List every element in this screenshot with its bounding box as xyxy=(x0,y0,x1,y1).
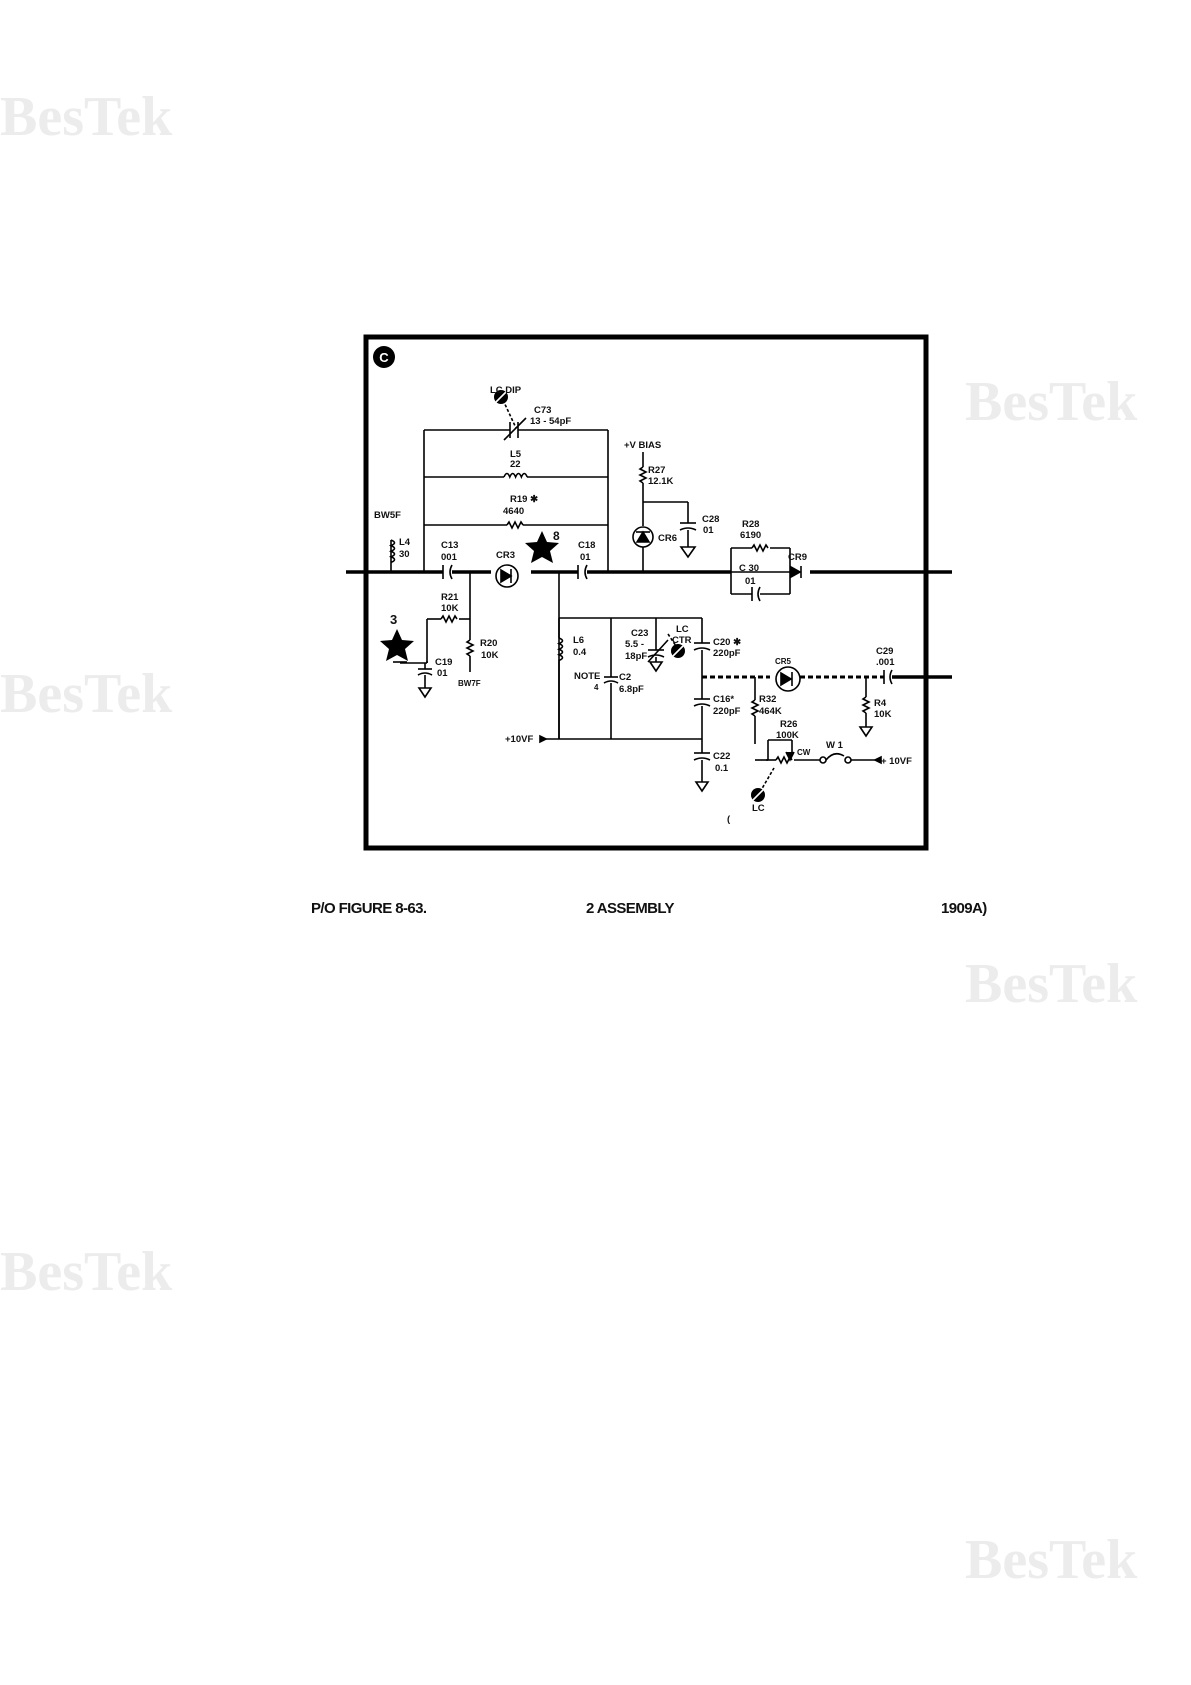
label-w1: W 1 xyxy=(826,740,844,751)
label-cr6: CR6 xyxy=(658,533,677,544)
label-r26: R26 xyxy=(780,719,797,730)
label-c73: C73 xyxy=(534,405,551,416)
label-r28: R28 xyxy=(742,519,759,530)
watermark-top-left: BesTek xyxy=(0,86,173,148)
label-c20-value: 220pF xyxy=(713,648,741,659)
label-c18-value: 01 xyxy=(580,552,591,563)
label-c22: C22 xyxy=(713,751,730,762)
label-c29: C29 xyxy=(876,646,893,657)
label-l5: L5 xyxy=(510,449,522,460)
label-note-number: 4 xyxy=(594,683,599,692)
label-l5-value: 22 xyxy=(510,459,521,470)
test-point-8-star xyxy=(525,531,559,563)
label-r32-value: 464K xyxy=(759,706,782,717)
label-lc-ctr: LC xyxy=(676,624,689,635)
label-10vf-left: +10VF xyxy=(505,734,533,745)
label-r19: R19 ✱ xyxy=(510,494,539,505)
label-bw7f: BW7F xyxy=(458,679,481,688)
label-c20: C20 ✱ xyxy=(713,637,742,648)
label-lc-ctr-2: CTR xyxy=(672,635,692,646)
l4-coil xyxy=(388,539,396,564)
label-test-point-3: 3 xyxy=(390,612,397,627)
corner-marker-letter: C xyxy=(379,350,389,365)
label-r27: R27 xyxy=(648,465,665,476)
label-cw: CW xyxy=(797,748,811,757)
label-c30: C 30 xyxy=(739,563,759,574)
label-c29-value: .001 xyxy=(876,657,895,668)
watermark-right-2: BesTek xyxy=(965,953,1138,1015)
caption-part-number: 1909A) xyxy=(941,900,987,917)
corner-marker xyxy=(373,346,395,368)
label-c16: C16* xyxy=(713,694,734,705)
label-r20-value: 10K xyxy=(481,650,499,661)
schematic-frame xyxy=(363,334,929,851)
label-c23-value: 5.5 - xyxy=(625,639,644,650)
label-cr9: CR9 xyxy=(788,552,807,563)
label-c28-value: 01 xyxy=(703,525,714,536)
label-l6: L6 xyxy=(573,635,584,646)
stray-mark: ( xyxy=(727,814,731,825)
label-c22-value: 0.1 xyxy=(715,763,729,774)
label-l6-value: 0.4 xyxy=(573,647,587,658)
label-v-bias: +V BIAS xyxy=(624,440,661,451)
label-c73-value: 13 - 54pF xyxy=(530,416,571,427)
label-c28: C28 xyxy=(702,514,719,525)
label-cr5: CR5 xyxy=(775,657,792,666)
watermark-right-3: BesTek xyxy=(965,1529,1138,1591)
label-10vf-right: + 10VF xyxy=(881,756,912,767)
caption-assembly: 2 ASSEMBLY xyxy=(586,900,675,917)
label-c23: C23 xyxy=(631,628,648,639)
label-c13-value: 001 xyxy=(441,552,458,563)
label-l4-value: 30 xyxy=(399,549,410,560)
label-c30-value: 01 xyxy=(745,576,756,587)
label-r21-value: 10K xyxy=(441,603,459,614)
label-c23-value-2: 18pF xyxy=(625,651,647,662)
watermark-right-1: BesTek xyxy=(965,371,1138,433)
caption-figure: P/O FIGURE 8-63. xyxy=(311,900,427,917)
adjust-markers xyxy=(494,390,765,802)
label-lc-dip: LC DIP xyxy=(490,385,522,396)
label-r19-value: 4640 xyxy=(503,506,524,517)
label-c19-value: 01 xyxy=(437,668,448,679)
label-c13: C13 xyxy=(441,540,458,551)
label-lc-bottom: LC xyxy=(752,803,765,814)
label-cr3: CR3 xyxy=(496,550,515,561)
label-test-point-8: 8 xyxy=(553,529,560,543)
label-note: NOTE xyxy=(574,671,600,682)
test-point-3-star xyxy=(380,629,414,661)
component-labels: LC DIP C73 13 - 54pF +V BIAS L5 22 R27 1… xyxy=(374,385,912,825)
watermark-left-2: BesTek xyxy=(0,663,173,725)
label-r28-value: 6190 xyxy=(740,530,761,541)
label-c2: C2 xyxy=(619,672,631,683)
label-c19: C19 xyxy=(435,657,452,668)
label-r4: R4 xyxy=(874,698,887,709)
label-r4-value: 10K xyxy=(874,709,892,720)
label-r27-value: 12.1K xyxy=(648,476,673,487)
label-r32: R32 xyxy=(759,694,776,705)
label-bw5f: BW5F xyxy=(374,510,401,521)
label-l4: L4 xyxy=(399,537,411,548)
watermark-left-3: BesTek xyxy=(0,1241,173,1303)
label-c18: C18 xyxy=(578,540,595,551)
label-c16-value: 220pF xyxy=(713,706,741,717)
label-r26-value: 100K xyxy=(776,730,799,741)
label-r21: R21 xyxy=(441,592,459,603)
label-r20: R20 xyxy=(480,638,497,649)
wiring xyxy=(346,399,952,793)
label-c2-value: 6.8pF xyxy=(619,684,644,695)
